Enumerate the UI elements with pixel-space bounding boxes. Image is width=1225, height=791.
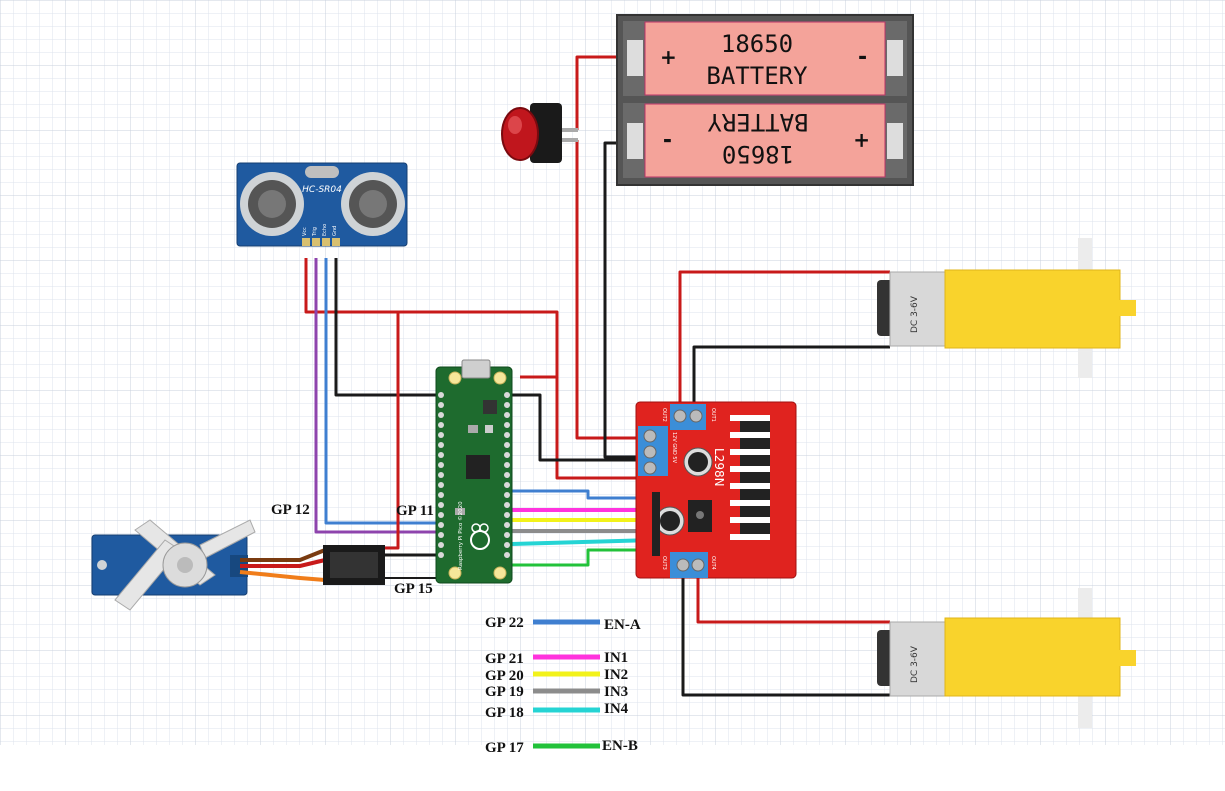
switch-button[interactable] (501, 107, 539, 161)
wire-servo-vcc (385, 312, 400, 550)
motor-b-label: DC 3-6V (910, 645, 920, 683)
wire-sensor-echo (324, 258, 440, 525)
battery-bottom-line1: 18650 (722, 140, 794, 168)
wire-motor-a-red (678, 270, 890, 408)
legend-pin-label: IN3 (604, 684, 628, 700)
battery-top-line2: BATTERY (706, 62, 808, 90)
annotation-gp15: GP 15 (394, 581, 433, 597)
sensor-pin-trig: Trig (312, 227, 318, 237)
wire-sensor-gnd (334, 258, 440, 397)
legend-gp-label: GP 19 (485, 684, 524, 700)
legend-pin-label: IN4 (604, 701, 629, 717)
driver-terminal-power (638, 426, 668, 476)
legend-gp-label: GP 18 (485, 705, 524, 721)
wire-motor-b-black (681, 575, 890, 697)
sensor-model-label: HC-SR04 (302, 185, 342, 195)
battery-bottom-plus: + (853, 129, 870, 153)
legend-row: GP 21 IN1 (485, 650, 628, 667)
battery-pack: + - 18650 BATTERY + - 18650 BATTERY (616, 14, 914, 186)
legend-row: GP 22 EN-A (485, 615, 641, 633)
legend-row: GP 19 IN3 (485, 684, 628, 700)
sensor-pin-labels: Vcc Trig Echo Gnd (302, 224, 338, 237)
wire-switch-to-driver-12v (575, 140, 640, 440)
wires (304, 55, 912, 697)
legend-pin-label: IN2 (604, 667, 628, 683)
legend-gp-label: GP 17 (485, 740, 524, 756)
driver-out2-label: OUT2 (661, 408, 667, 422)
l298n-driver: L298N OUT2 OUT1 OUT3 OUT4 12V GND 5V (635, 401, 797, 579)
driver-power-label: 12V GND 5V (671, 432, 677, 464)
wire-legend: GP 22 EN-A GP 21 IN1 GP 20 IN2 GP 19 IN3… (485, 615, 641, 756)
wire-motor-a-black (692, 345, 890, 408)
sensor-pin-gnd: Gnd (332, 226, 338, 236)
ultrasonic-sensor: HC-SR04 Vcc Trig Echo Gnd (236, 162, 408, 247)
battery-bottom-minus: - (663, 128, 672, 153)
power-switch[interactable] (501, 103, 578, 163)
pico-silk-label: Raspberry Pi Pico ©2020 (457, 501, 464, 570)
battery-top-plus: + (660, 45, 677, 69)
motor-a-label: DC 3-6V (910, 295, 920, 333)
driver-heatsink-fins (730, 415, 770, 540)
driver-out4-label: OUT4 (710, 556, 716, 570)
legend-gp-label: GP 20 (485, 668, 524, 684)
wire-sensor-vcc (304, 258, 640, 480)
battery-top: + - 18650 BATTERY (627, 21, 903, 96)
annotation-gp11: GP 11 (396, 503, 434, 519)
driver-out1-label: OUT1 (710, 408, 716, 422)
pico-usb-port (461, 359, 491, 379)
dc-motor-a: DC 3-6V (877, 238, 1136, 378)
driver-signal-header (652, 492, 660, 556)
legend-row: GP 18 IN4 (485, 701, 629, 721)
wire-battery-plus (575, 55, 630, 130)
annotation-gp12: GP 12 (271, 502, 310, 518)
legend-gp-label: GP 21 (485, 651, 524, 667)
wire-en-a (512, 489, 652, 500)
battery-top-line1: 18650 (721, 30, 793, 58)
driver-terminal-out34 (670, 552, 708, 578)
legend-pin-label: EN-B (602, 738, 638, 754)
legend-row: GP 20 IN2 (485, 667, 628, 684)
pico-chip (466, 455, 490, 479)
legend-pin-label: EN-A (604, 617, 641, 633)
dc-motor-b: DC 3-6V (877, 588, 1136, 728)
pico-pins (438, 392, 510, 558)
sensor-pin-vcc: Vcc (302, 227, 308, 236)
driver-model-label: L298N (712, 448, 726, 487)
driver-terminal-out12 (670, 404, 706, 430)
raspberry-pi-pico: Raspberry Pi Pico ©2020 (435, 359, 513, 584)
sensor-pin-echo: Echo (322, 224, 328, 236)
servo-horn (114, 519, 256, 611)
driver-out3-label: OUT3 (661, 556, 667, 570)
battery-bottom-line2: BATTERY (707, 108, 809, 136)
legend-pin-label: IN1 (604, 650, 628, 666)
raspberry-logo (470, 523, 490, 550)
battery-top-minus: - (858, 45, 867, 70)
legend-gp-label: GP 22 (485, 615, 524, 631)
wire-en-b (512, 548, 652, 567)
wire-pico-gnd (505, 393, 640, 462)
legend-row: GP 17 EN-B (485, 738, 638, 756)
wire-motor-b-red (696, 575, 890, 624)
signal-wires (511, 489, 653, 567)
wire-in4 (511, 538, 653, 546)
battery-bottom: + - 18650 BATTERY (627, 103, 903, 178)
servo-motor (91, 519, 385, 611)
